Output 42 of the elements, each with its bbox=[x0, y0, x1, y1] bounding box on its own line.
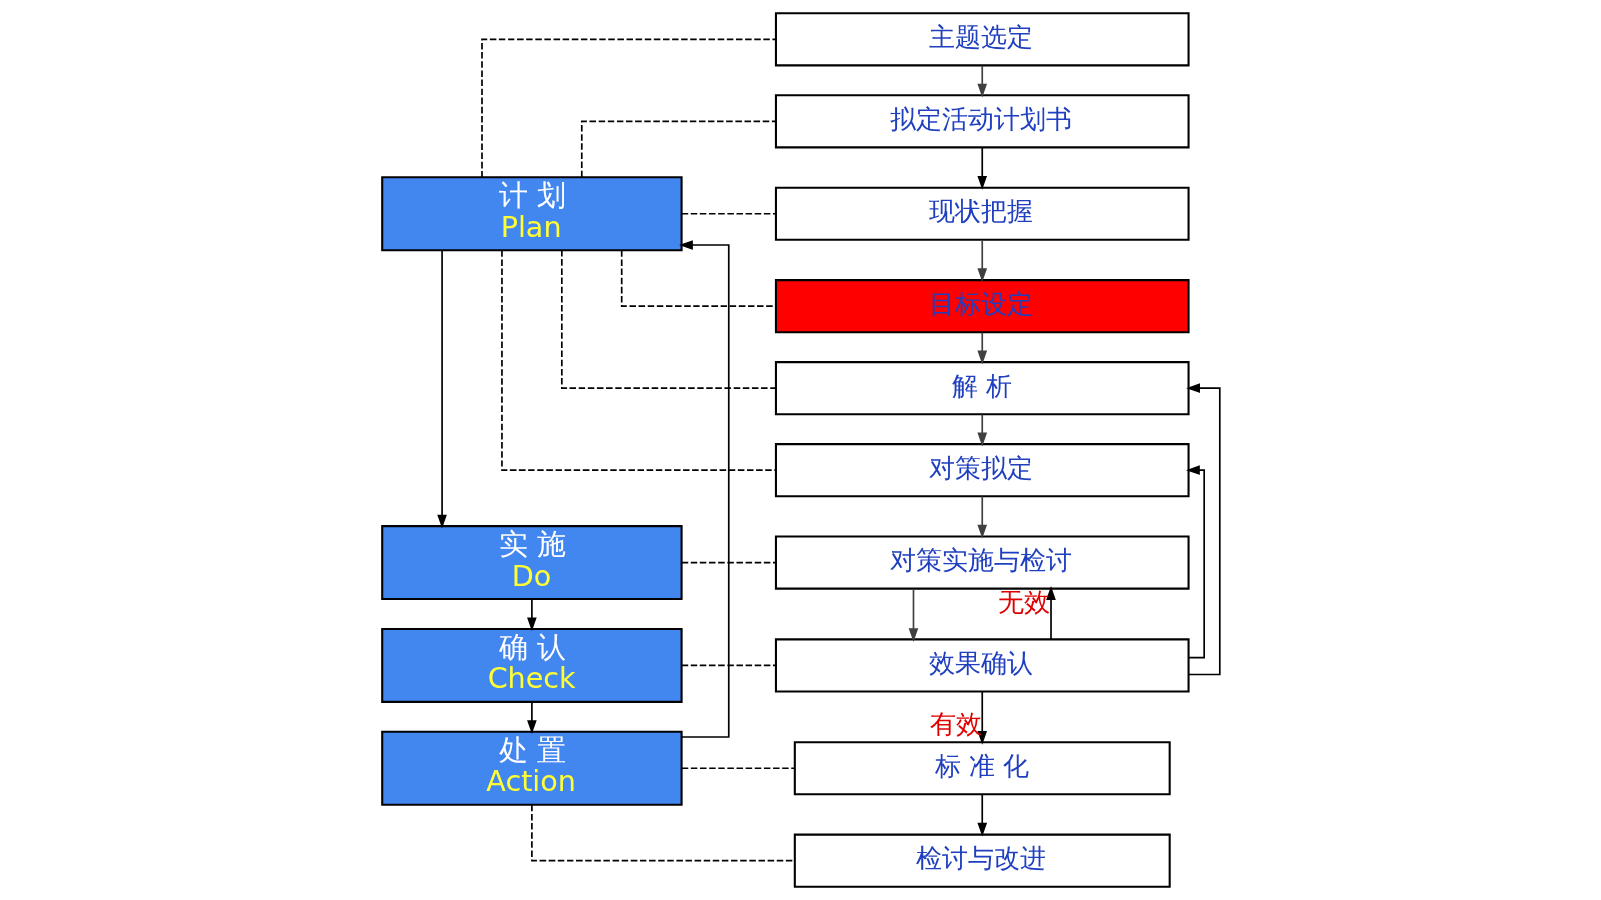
node-box: 对策实施与检讨 bbox=[774, 535, 1190, 590]
arrow bbox=[976, 793, 987, 837]
arrow bbox=[976, 146, 987, 190]
arrow bbox=[976, 239, 987, 283]
connector bbox=[680, 664, 776, 667]
node-box: 处 置 Action bbox=[380, 730, 683, 806]
arrow bbox=[976, 413, 987, 447]
connector bbox=[500, 249, 777, 471]
arrow bbox=[436, 249, 447, 529]
node-box: 确 认 Check bbox=[380, 627, 683, 703]
arrow bbox=[976, 495, 987, 539]
edge-label: 有效 bbox=[929, 708, 982, 739]
node-box: 目标设定 bbox=[774, 279, 1190, 334]
connector bbox=[530, 803, 795, 862]
node-box: 效果确认 bbox=[774, 638, 1190, 693]
node-box: 计 划 Plan bbox=[380, 176, 683, 252]
connector bbox=[680, 561, 776, 564]
arrow bbox=[526, 598, 537, 632]
node-box: 对策拟定 bbox=[774, 443, 1190, 498]
connector bbox=[480, 38, 777, 179]
arrow bbox=[1185, 465, 1205, 659]
arrow bbox=[976, 64, 987, 98]
node-box: 主题选定 bbox=[774, 12, 1190, 67]
edge-label: 无效 bbox=[997, 587, 1050, 618]
arrow bbox=[1185, 383, 1221, 676]
connector bbox=[620, 249, 776, 307]
connector bbox=[560, 249, 777, 389]
arrow bbox=[1045, 586, 1056, 640]
arrow bbox=[908, 588, 918, 642]
node-box: 标 准 化 bbox=[793, 741, 1171, 796]
node-box: 现状把握 bbox=[774, 186, 1190, 241]
connector bbox=[680, 212, 776, 215]
node-box: 解 析 bbox=[774, 361, 1190, 416]
arrow bbox=[678, 240, 730, 738]
arrow bbox=[976, 331, 987, 365]
arrow bbox=[976, 691, 987, 745]
connector bbox=[580, 120, 776, 179]
connector bbox=[680, 767, 795, 770]
arrow bbox=[526, 701, 537, 735]
node-box: 拟定活动计划书 bbox=[774, 94, 1190, 149]
node-box: 实 施 Do bbox=[380, 525, 683, 601]
node-box: 检讨与改进 bbox=[793, 833, 1171, 888]
